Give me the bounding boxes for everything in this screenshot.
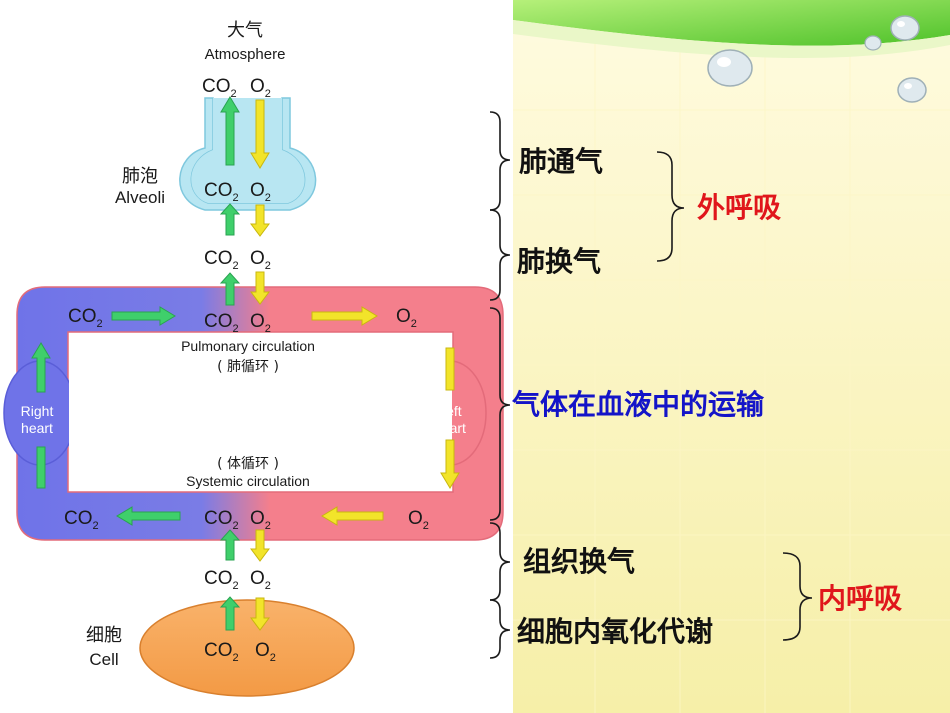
alveoli-cn-label: 肺泡 (122, 166, 158, 187)
stage-cell-metabolism: 细胞内氧化代谢 (517, 615, 713, 648)
pulmonary-cn-label: ( 肺循环 ) (217, 359, 279, 375)
o2-label: O2 (250, 508, 271, 532)
o2-label: O2 (250, 180, 271, 204)
co2-label: CO2 (204, 640, 239, 664)
systemic-cn-label: ( 体循环 ) (217, 456, 279, 472)
group-internal-respiration: 内呼吸 (818, 582, 902, 615)
co2-label: CO2 (204, 568, 239, 592)
systemic-en-label: Systemic circulation (186, 473, 310, 489)
water-droplet-icon (707, 15, 927, 103)
cell-en-label: Cell (89, 650, 118, 669)
left-heart-label-1: Left (438, 403, 461, 419)
co2-label: CO2 (68, 306, 103, 330)
right-heart-label-1: Right (21, 403, 54, 419)
o2-label: O2 (255, 640, 276, 664)
atmosphere-cn-label: 大气 (227, 20, 263, 41)
co2-label: CO2 (204, 311, 239, 335)
stage-lung-ventilation: 肺通气 (519, 145, 603, 178)
right-heart-label-2: heart (21, 420, 53, 436)
left-heart-label-2: heart (434, 420, 466, 436)
cell-cn-label: 细胞 (86, 625, 122, 646)
co2-label: CO2 (204, 180, 239, 204)
o2-label: O2 (250, 311, 271, 335)
stage-blood-transport: 气体在血液中的运输 (511, 388, 765, 421)
co2-label: CO2 (204, 508, 239, 532)
co2-label: CO2 (64, 508, 99, 532)
gas-labels: CO2 O2 CO2 O2 CO2 O2 CO2 CO2 O2 O2 CO2 C… (64, 76, 429, 664)
o2-label: O2 (408, 508, 429, 532)
circulation-loop (3, 286, 504, 541)
stage-lung-exchange: 肺换气 (517, 245, 601, 278)
o2-label: O2 (250, 248, 271, 272)
stage-tissue-exchange: 组织换气 (523, 545, 635, 578)
stage-braces (489, 111, 813, 659)
atmosphere-en-label: Atmosphere (205, 46, 286, 63)
o2-label: O2 (250, 76, 271, 100)
group-external-respiration: 外呼吸 (697, 191, 781, 224)
co2-label: CO2 (202, 76, 237, 100)
co2-label: CO2 (204, 248, 239, 272)
co2-arrows (31, 96, 241, 631)
slide-background (513, 0, 950, 713)
pulmonary-en-label: Pulmonary circulation (181, 338, 315, 354)
alveoli-shape (179, 97, 317, 211)
cell-shape (139, 599, 355, 697)
o2-label: O2 (396, 306, 417, 330)
o2-label: O2 (250, 568, 271, 592)
o2-arrows (250, 99, 460, 631)
alveoli-en-label: Alveoli (115, 188, 165, 207)
